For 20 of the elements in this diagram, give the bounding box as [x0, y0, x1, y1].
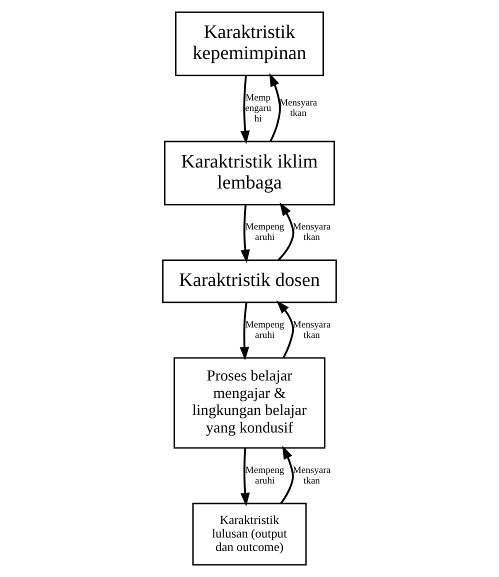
arrow [240, 204, 250, 264]
arrow [278, 202, 294, 261]
edge-label: Mensyara tkan [292, 222, 331, 244]
arrow [269, 73, 281, 142]
node-box: Karaktristik lulusan (output dan outcome) [192, 502, 307, 566]
edge-label: Memp engaru hi [245, 92, 272, 124]
arrow [280, 446, 294, 504]
node-box: Proses belajar mengajar & lingkungan belajar yang kondusif [174, 357, 326, 449]
arrow [240, 302, 250, 360]
edge-label: Mempeng aruhi [245, 319, 284, 341]
edge-label: Mempeng aruhi [245, 464, 284, 486]
edge-label: Mempeng aruhi [245, 222, 284, 244]
edge-label: Mensyara tkan [292, 319, 331, 341]
node-box: Karaktristik dosen [162, 260, 337, 304]
arrow [240, 76, 250, 144]
node-box: Karaktristik iklim lembaga [164, 140, 335, 206]
edge-label: Mensyara tkan [292, 464, 331, 486]
node-box: Karaktristik kepemimpinan [175, 12, 324, 76]
arrow [276, 300, 294, 358]
arrow [240, 448, 250, 506]
